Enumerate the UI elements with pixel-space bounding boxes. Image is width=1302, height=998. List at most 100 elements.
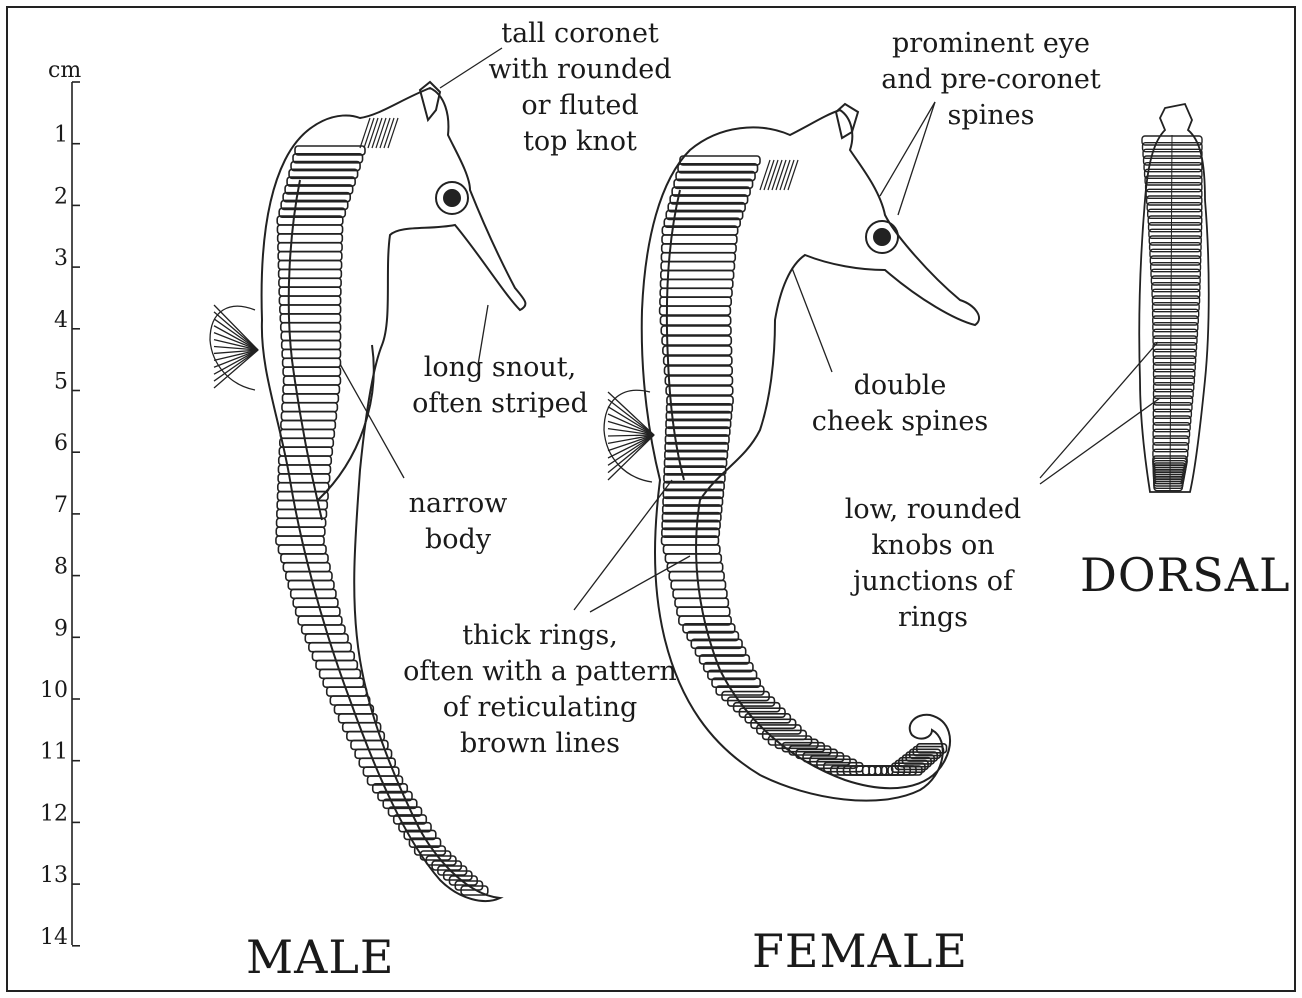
ring-segment <box>283 563 330 572</box>
ring-segment <box>1146 189 1202 198</box>
ring-segment <box>665 554 721 563</box>
leader-cheek <box>792 268 832 372</box>
ruler-tick-label: 7 <box>54 493 68 518</box>
ring-segment <box>281 412 336 421</box>
ruler-tick-label: 11 <box>40 740 68 765</box>
ring-segment <box>302 625 345 634</box>
ring-segment <box>293 598 338 607</box>
ring-segment <box>662 235 737 244</box>
ruler-tick-label: 8 <box>54 555 68 580</box>
ring-segment <box>1151 276 1200 285</box>
ring-segment <box>278 545 326 554</box>
ring-segment <box>660 297 731 306</box>
ring-segment <box>1146 183 1202 192</box>
male-fin <box>210 305 258 390</box>
ring-segment <box>286 572 332 581</box>
ring-segment <box>660 306 731 315</box>
ruler-tick-label: 1 <box>54 123 68 148</box>
ring-segment <box>728 697 775 706</box>
male-eye-pupil <box>444 190 460 206</box>
ring-segment <box>666 386 733 395</box>
ring-segment <box>1150 243 1201 252</box>
ring-segment <box>661 262 734 271</box>
ring-segment <box>1152 296 1199 305</box>
ring-segment <box>278 465 330 474</box>
title-male: MALE <box>246 930 394 984</box>
ring-segment <box>1153 396 1192 405</box>
ring-segment <box>276 536 324 545</box>
ring-segment <box>1149 229 1202 238</box>
title-female: FEMALE <box>752 924 968 978</box>
ring-segment <box>1150 256 1200 265</box>
ring-segment <box>1153 316 1199 325</box>
female-rings <box>660 156 947 775</box>
ring-segment <box>279 269 342 278</box>
ring-segment <box>1153 303 1200 312</box>
male-belly <box>318 345 374 500</box>
ring-segment <box>1153 349 1196 358</box>
ring-segment <box>291 589 336 598</box>
ring-segment <box>1154 389 1194 398</box>
ring-segment <box>1154 369 1195 378</box>
dorsal-midline <box>1170 135 1172 490</box>
ring-segment <box>282 403 337 412</box>
ring-segment <box>660 288 732 297</box>
ring-segment <box>278 243 342 252</box>
ring-segment <box>278 483 329 492</box>
fin-ray <box>214 326 258 350</box>
ring-segment <box>1153 323 1198 332</box>
ring-segment <box>664 366 732 375</box>
ruler-tick-label: 2 <box>54 184 68 209</box>
ring-segment <box>305 634 348 643</box>
ring-segment <box>280 429 334 438</box>
ring-segment <box>662 336 731 345</box>
label-prominent-eye: prominent eye and pre-coronet spines <box>866 26 1116 134</box>
ring-segment <box>660 316 730 325</box>
ruler-tick-label: 5 <box>54 370 68 395</box>
ring-segment <box>1144 163 1202 172</box>
dorsal-seahorse <box>1139 104 1209 492</box>
ring-segment <box>1151 263 1201 272</box>
fin-ray <box>214 305 258 350</box>
ring-segment <box>1145 176 1202 185</box>
ring-segment <box>1153 336 1197 345</box>
ring-segment <box>277 518 326 527</box>
ring-segment <box>1147 196 1202 205</box>
ring-segment <box>1153 329 1197 338</box>
ring-segment <box>1153 403 1192 412</box>
ruler-tick-label: 3 <box>54 246 68 271</box>
ring-segment <box>661 326 731 335</box>
label-tall-coronet: tall coronet with rounded or fluted top … <box>470 16 690 160</box>
ring-segment <box>1148 209 1202 218</box>
title-dorsal: DORSAL <box>1080 548 1291 602</box>
female-eye-pupil <box>874 229 890 245</box>
ruler-tick-label: 10 <box>40 678 68 703</box>
label-thick-rings: thick rings, often with a pattern of ret… <box>390 618 690 762</box>
ring-segment <box>283 385 339 394</box>
label-narrow-body: narrow body <box>388 486 528 558</box>
ring-segment <box>284 376 341 385</box>
ring-segment <box>1153 429 1189 438</box>
ring-segment <box>1150 249 1201 258</box>
ring-segment <box>281 554 328 563</box>
ring-segment <box>1153 309 1199 318</box>
ruler-tick-label: 13 <box>40 863 68 888</box>
ring-segment <box>1153 363 1195 372</box>
ring-segment <box>278 492 329 501</box>
ruler-tick-label: 12 <box>40 801 68 826</box>
ring-segment <box>1154 383 1194 392</box>
ring-segment <box>1147 203 1202 212</box>
ring-segment <box>1149 236 1201 245</box>
ring-segment <box>1153 409 1191 418</box>
ring-segment <box>278 474 330 483</box>
fin-ray <box>214 350 258 374</box>
ring-segment <box>663 545 719 554</box>
ring-segment <box>661 270 734 279</box>
ruler-tick-label: 4 <box>54 308 68 333</box>
ring-segment <box>1148 216 1202 225</box>
ring-segment <box>278 260 341 269</box>
ring-segment <box>1152 289 1200 298</box>
ring-segment <box>1153 356 1195 365</box>
ring-segment <box>296 607 340 616</box>
